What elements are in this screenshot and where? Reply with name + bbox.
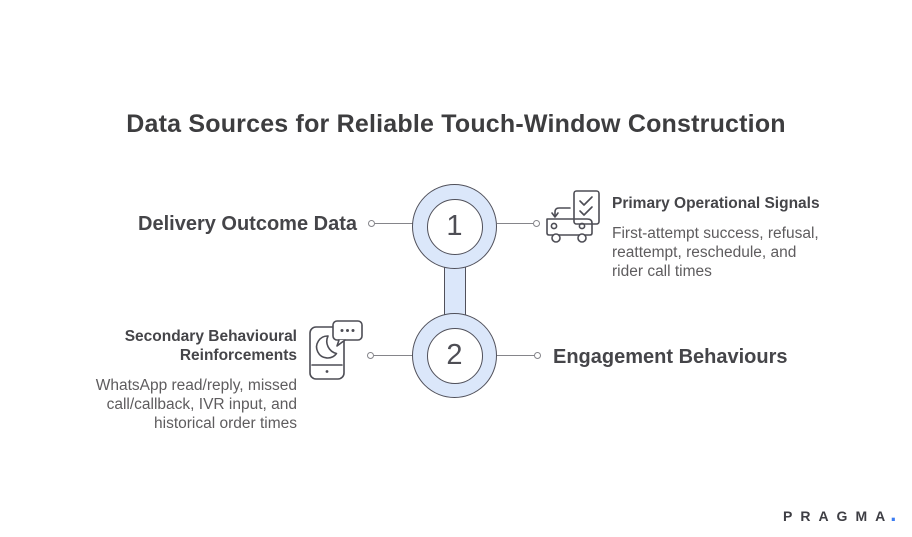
node-2-number: 2 (446, 339, 463, 371)
node-1-right-body: First-attempt success, refusal, reattemp… (612, 225, 819, 280)
brand-dot: . (890, 501, 897, 526)
node-2-right-label: Engagement Behaviours (553, 346, 788, 368)
connector-endpoint-1-right (533, 220, 540, 227)
connector-line-1-right (497, 223, 533, 224)
node-circle-2: 2 (412, 313, 497, 398)
node-1-number: 1 (446, 210, 463, 242)
connector-endpoint-2-right (534, 352, 541, 359)
connector-endpoint-1-left (368, 220, 375, 227)
connector-line-2-right (497, 355, 535, 356)
phone-night-message-icon (306, 319, 366, 385)
page-title: Data Sources for Reliable Touch-Window C… (126, 110, 786, 138)
node-circle-1: 1 (412, 184, 497, 269)
brand-name: PRAGMA (783, 508, 894, 524)
node-2-left-body: WhatsApp read/reply, missed call/callbac… (95, 377, 297, 432)
node-circle-2-inner: 2 (426, 327, 483, 384)
node-2-left-heading: Secondary Behavioural Reinforcements (124, 328, 297, 364)
connector-line-1-left (375, 223, 413, 224)
node-circle-1-inner: 1 (426, 198, 483, 255)
connector-line-2-left (374, 355, 413, 356)
delivery-truck-checklist-icon (540, 188, 604, 250)
node-1-right-heading: Primary Operational Signals (612, 195, 820, 212)
node-1-left-label: Delivery Outcome Data (138, 213, 357, 235)
connector-endpoint-2-left (367, 352, 374, 359)
brand-logo: PRAGMA. (783, 501, 896, 527)
